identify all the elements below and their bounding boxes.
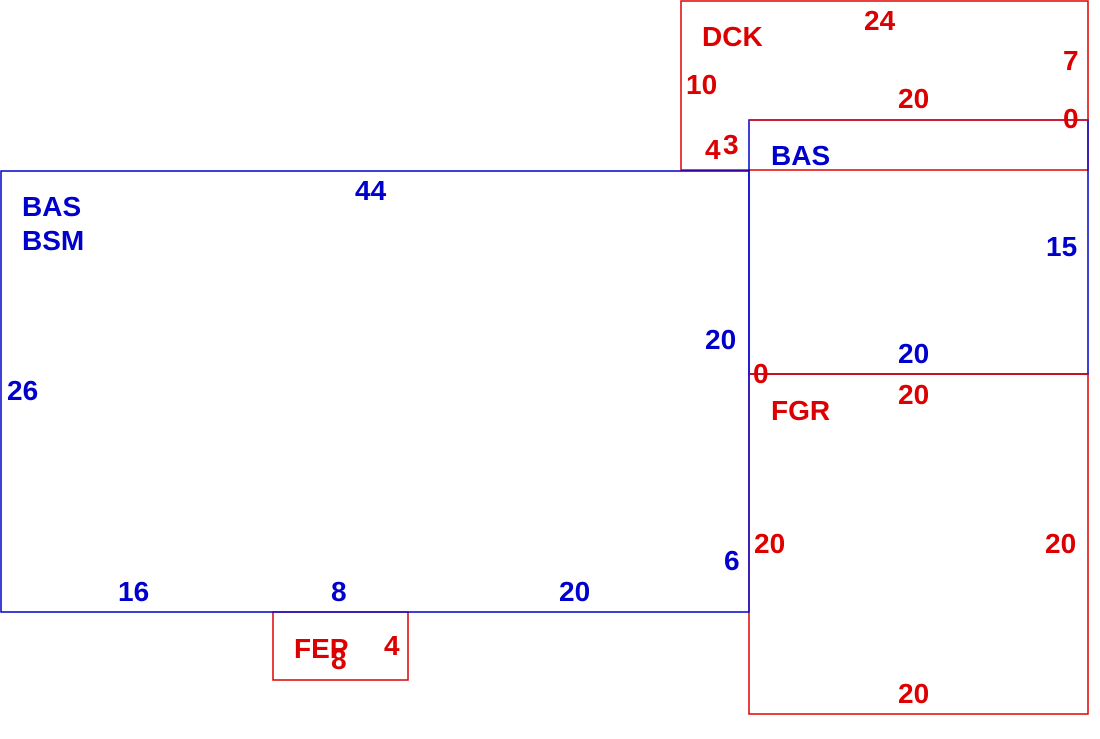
- dimension-label: 8: [331, 644, 347, 675]
- dimension-label: 20: [705, 324, 736, 355]
- dimension-label: 4: [384, 630, 400, 661]
- dimension-label: 8: [331, 576, 347, 607]
- dimension-label: 3: [723, 129, 739, 160]
- area-outline-dck: [680, 0, 1089, 171]
- area-label-fgr: FGR: [771, 395, 830, 426]
- dimension-label: 20: [898, 379, 929, 410]
- dimension-label: 20: [1045, 528, 1076, 559]
- dimension-label: 20: [898, 678, 929, 709]
- dimension-label: 0: [753, 358, 769, 389]
- area-label-dck: DCK: [702, 21, 763, 52]
- area-outline-bas-bsm: [0, 170, 750, 613]
- dimension-label: 20: [754, 528, 785, 559]
- area-label-bsm: BSM: [22, 225, 84, 256]
- area-label-bas: BAS: [22, 191, 81, 222]
- dimension-label: 44: [355, 175, 387, 206]
- dimension-label: 24: [864, 5, 896, 36]
- dimension-label: 4: [705, 134, 721, 165]
- dimension-label: 7: [1063, 45, 1079, 76]
- dimension-label: 26: [7, 375, 38, 406]
- dimension-label: 6: [724, 545, 740, 576]
- dimension-label: 20: [898, 83, 929, 114]
- dimension-label: 15: [1046, 231, 1077, 262]
- area-label-bas: BAS: [771, 140, 830, 171]
- dimension-label: 16: [118, 576, 149, 607]
- dimension-label: 20: [898, 338, 929, 369]
- dimension-label: 20: [559, 576, 590, 607]
- dimension-label: 0: [1063, 103, 1079, 134]
- dimension-label: 10: [686, 69, 717, 100]
- area-label-fep: FEP: [294, 633, 348, 664]
